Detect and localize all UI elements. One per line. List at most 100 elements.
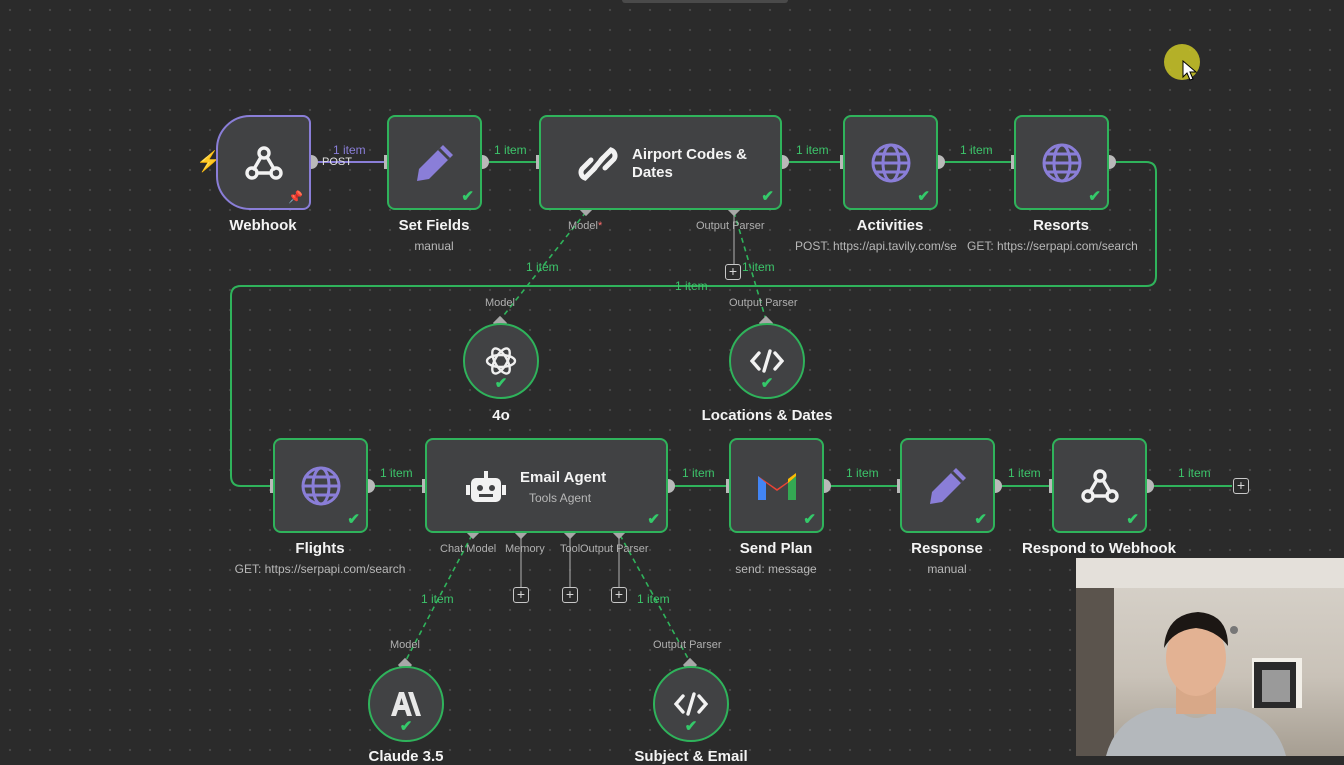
success-check-icon: ✔ <box>461 188 474 205</box>
success-check-icon: ✔ <box>1088 188 1101 205</box>
presenter-video <box>1076 558 1344 756</box>
item-count-label: 1 item <box>742 260 775 274</box>
node-activities[interactable]: ✔ <box>843 115 938 210</box>
item-count-label: 1 item <box>637 592 670 606</box>
node-set-fields-subtitle: manual <box>414 239 454 253</box>
item-count-label: 1 item <box>494 143 527 157</box>
sub-connection-parser-subject <box>619 534 691 663</box>
add-output-parser-button[interactable]: + <box>725 264 741 280</box>
input-port-flights <box>270 479 275 493</box>
success-check-icon: ✔ <box>347 511 360 528</box>
item-count-label: 1 item <box>682 466 715 480</box>
port-label-model: Model <box>390 639 420 651</box>
add-node-button[interactable]: + <box>1233 478 1249 494</box>
node-resorts-label: Resorts <box>1033 217 1089 234</box>
port-label-model: Model* <box>568 220 603 232</box>
input-port-airport <box>536 155 541 169</box>
gmail-icon <box>731 440 822 531</box>
node-respond-to-webhook[interactable]: ✔ <box>1052 438 1147 533</box>
item-count-label: 1 item <box>1008 466 1041 480</box>
add-output-parser-button[interactable]: + <box>611 587 627 603</box>
globe-icon <box>1016 117 1107 208</box>
cursor-highlight <box>1164 44 1200 80</box>
pencil-icon <box>902 440 993 531</box>
input-port-resorts <box>1011 155 1016 169</box>
node-email-agent[interactable]: Email Agent Tools Agent ✔ <box>425 438 668 533</box>
webhook-icon <box>218 117 309 208</box>
webhook-post-label: POST <box>322 156 352 168</box>
node-airport-codes-label: Airport Codes & Dates <box>632 146 748 181</box>
input-port-emailagent <box>422 479 427 493</box>
node-resorts[interactable]: ✔ <box>1014 115 1109 210</box>
port-label-model: Model <box>485 297 515 309</box>
sub-connection-parser-locations <box>733 211 767 321</box>
input-port-sendplan <box>726 479 731 493</box>
globe-icon <box>275 440 366 531</box>
item-count-label: 1 item <box>796 143 829 157</box>
node-set-fields[interactable]: ✔ <box>387 115 482 210</box>
node-email-agent-subtitle: Tools Agent <box>529 491 592 505</box>
node-webhook[interactable]: 📌 <box>216 115 311 210</box>
success-check-icon: ✔ <box>494 375 508 392</box>
node-claude-label: Claude 3.5 <box>368 748 444 765</box>
input-port-respond <box>1049 479 1054 493</box>
globe-icon <box>845 117 936 208</box>
item-count-label: 1 item <box>846 466 879 480</box>
item-count-label: 1 item <box>675 279 708 293</box>
success-check-icon: ✔ <box>761 188 774 205</box>
success-check-icon: ✔ <box>917 188 930 205</box>
pin-icon: 📌 <box>288 190 303 204</box>
node-flights[interactable]: ✔ <box>273 438 368 533</box>
input-port-response <box>897 479 902 493</box>
success-check-icon: ✔ <box>399 718 413 735</box>
code-icon <box>655 668 727 740</box>
webhook-icon <box>1054 440 1145 531</box>
success-check-icon: ✔ <box>803 511 816 528</box>
top-handle <box>622 0 788 3</box>
node-set-fields-label: Set Fields <box>398 217 470 234</box>
input-port-setfields <box>384 155 389 169</box>
success-check-icon: ✔ <box>760 375 774 392</box>
node-subject-email[interactable]: ✔ <box>653 666 729 742</box>
item-count-label: 1 item <box>526 260 559 274</box>
success-check-icon: ✔ <box>647 511 660 528</box>
node-send-plan-subtitle: send: message <box>735 562 817 576</box>
trigger-bolt-icon: ⚡ <box>196 151 221 173</box>
node-airport-codes[interactable]: Airport Codes & Dates ✔ <box>539 115 782 210</box>
node-resorts-subtitle: GET: https://serpapi.com/search <box>967 239 1138 253</box>
port-label-tool: Tool <box>560 543 581 555</box>
node-send-plan-label: Send Plan <box>739 540 813 557</box>
node-email-agent-label: Email Agent <box>520 469 607 486</box>
input-port-activities <box>840 155 845 169</box>
node-response-label: Response <box>911 540 983 557</box>
webcam-overlay <box>1076 558 1344 756</box>
item-count-label: 1 item <box>960 143 993 157</box>
add-memory-button[interactable]: + <box>513 587 529 603</box>
node-activities-subtitle: POST: https://api.tavily.com/se <box>795 239 957 253</box>
openai-icon <box>465 325 537 397</box>
node-send-plan[interactable]: ✔ <box>729 438 824 533</box>
node-locations-dates[interactable]: ✔ <box>729 323 805 399</box>
node-4o[interactable]: ✔ <box>463 323 539 399</box>
port-label-output-parser: Output Parser <box>580 543 649 555</box>
anthropic-icon <box>370 668 442 740</box>
node-response-subtitle: manual <box>927 562 967 576</box>
sub-connection-chatmodel-claude <box>404 534 473 663</box>
node-webhook-label: Webhook <box>229 217 297 234</box>
node-4o-label: 4o <box>492 407 510 424</box>
node-respond-to-webhook-label: Respond to Webhook <box>1022 540 1176 557</box>
node-claude[interactable]: ✔ <box>368 666 444 742</box>
node-locations-label: Locations & Dates <box>701 407 833 424</box>
node-subject-label: Subject & Email <box>634 748 748 765</box>
port-label-memory: Memory <box>505 543 545 555</box>
node-flights-subtitle: GET: https://serpapi.com/search <box>234 562 406 576</box>
success-check-icon: ✔ <box>974 511 987 528</box>
item-count-label: 1 item <box>1178 466 1211 480</box>
port-label-output-parser: Output Parser <box>653 639 722 651</box>
robot-icon <box>465 470 507 511</box>
node-flights-label: Flights <box>295 540 345 557</box>
port-label-output-parser: Output Parser <box>696 220 765 232</box>
add-tool-button[interactable]: + <box>562 587 578 603</box>
node-response[interactable]: ✔ <box>900 438 995 533</box>
